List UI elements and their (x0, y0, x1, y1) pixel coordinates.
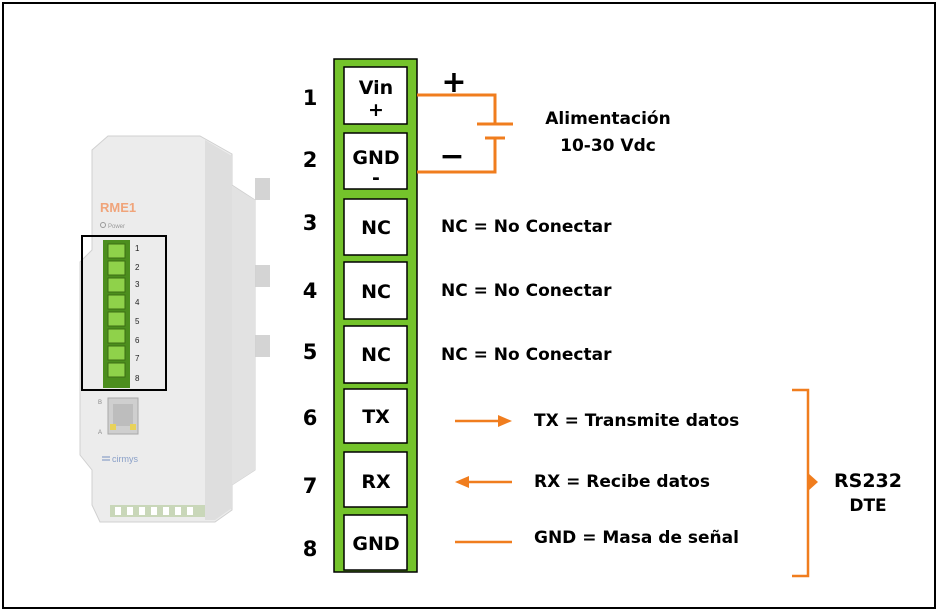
battery-symbol-icon (477, 122, 513, 140)
terminal-number-1: 1 (303, 86, 318, 110)
rs232-subtitle: DTE (849, 496, 886, 516)
device-terminal-num: 8 (135, 374, 140, 383)
device-terminal-num: 1 (135, 244, 140, 253)
port-label-b: B (98, 400, 102, 406)
rx-arrow-left-icon (455, 476, 512, 488)
terminal-box-8 (343, 514, 408, 571)
terminal-box-6 (343, 388, 408, 444)
device-terminal-num: 7 (135, 354, 140, 363)
terminal-sign-2: - (372, 167, 380, 189)
device-model-label: RME1 (100, 200, 136, 215)
terminal-number-7: 7 (303, 474, 318, 498)
terminal-label-4: NC (361, 281, 391, 303)
terminal-label-2: GND (352, 147, 399, 169)
device-terminal-num: 2 (135, 263, 140, 272)
terminal-box-4 (343, 261, 408, 320)
rx-description: RX = Recibe datos (534, 472, 710, 492)
port-label-a: A (98, 430, 102, 436)
terminal-number-2: 2 (303, 148, 318, 172)
power-supply-range: 10-30 Vdc (560, 136, 656, 156)
power-supply-wiring (417, 93, 497, 174)
device-terminal-num: 5 (135, 317, 140, 326)
terminal-box-3 (343, 198, 408, 256)
nc-description-4: NC = No Conectar (441, 281, 612, 301)
terminal-label-7: RX (361, 471, 391, 493)
terminal-box-1 (343, 66, 408, 125)
device-terminal-num: 6 (135, 336, 140, 345)
device-terminal-num: 3 (135, 280, 140, 289)
terminal-number-4: 4 (303, 279, 318, 303)
terminal-box-7 (343, 451, 408, 508)
power-led-icon (100, 222, 106, 228)
nc-description-5: NC = No Conectar (441, 345, 612, 365)
power-label: Power (108, 224, 125, 230)
terminal-label-6: TX (362, 406, 390, 428)
terminal-box-2 (343, 132, 408, 190)
device-terminal-num: 4 (135, 298, 140, 307)
nc-description-3: NC = No Conectar (441, 217, 612, 237)
power-plus-sign: + (441, 65, 466, 100)
power-supply-title: Alimentación (545, 109, 670, 129)
rs232-bracket (792, 388, 818, 578)
terminal-boxes (343, 66, 408, 571)
terminal-number-3: 3 (303, 211, 318, 235)
terminal-sign-1: + (368, 99, 384, 121)
rs232-title: RS232 (834, 470, 902, 492)
device-terminal-blocks (107, 243, 126, 378)
power-minus-sign: − (439, 139, 464, 174)
tx-description: TX = Transmite datos (534, 411, 739, 431)
device-illustration: RME1 Power 1 2 3 4 5 6 7 8 (79, 135, 270, 523)
device-brand-logo: cirmys (112, 454, 138, 464)
terminal-box-5 (343, 325, 408, 384)
terminal-label-3: NC (361, 217, 391, 239)
terminal-number-5: 5 (303, 340, 318, 364)
terminal-highlight-box (81, 235, 167, 391)
gnd-description: GND = Masa de señal (534, 528, 739, 548)
terminal-label-1: Vin (359, 77, 393, 99)
terminal-number-6: 6 (303, 406, 318, 430)
terminal-label-8: GND (352, 533, 399, 555)
terminal-label-5: NC (361, 344, 391, 366)
tx-arrow-right-icon (455, 415, 512, 427)
terminal-number-8: 8 (303, 537, 318, 561)
